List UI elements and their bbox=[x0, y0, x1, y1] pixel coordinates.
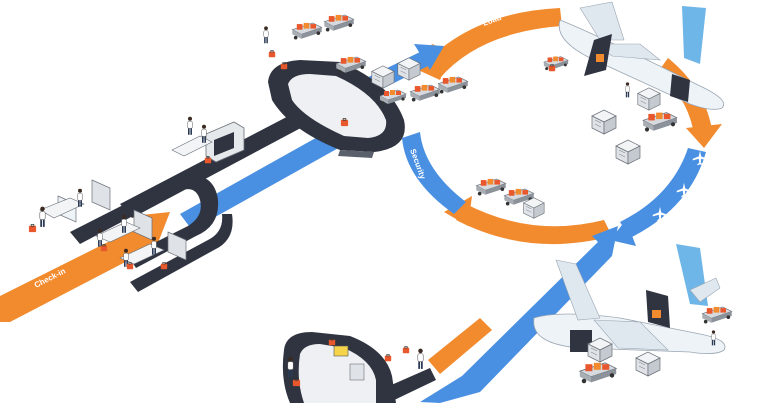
unload-arrowhead bbox=[592, 226, 618, 256]
baggage-cart-icon bbox=[409, 84, 441, 103]
person-icon bbox=[625, 82, 630, 98]
person-icon bbox=[39, 206, 46, 228]
scanner-tunnel bbox=[214, 132, 234, 156]
load-flow-band bbox=[418, 8, 562, 78]
kiosk-icon bbox=[133, 209, 153, 241]
baggage-cart-icon bbox=[543, 56, 569, 71]
aircraft-cargo-hold bbox=[596, 54, 604, 62]
aircraft-tail-fin bbox=[682, 6, 706, 64]
person-icon bbox=[263, 26, 269, 44]
aircraft-lower-door bbox=[570, 330, 592, 352]
uld-container-icon bbox=[591, 109, 617, 135]
aircraft-cargo-hold bbox=[652, 310, 661, 318]
uld-container-icon bbox=[637, 87, 661, 111]
reclaim-panel bbox=[349, 363, 365, 381]
aircraft-rear-door bbox=[670, 74, 690, 102]
transfer-loop: Transfer Security Load bbox=[402, 8, 722, 253]
aircraft-wing-far bbox=[579, 1, 625, 41]
suitcase-icon bbox=[384, 354, 392, 362]
suitcase-icon bbox=[402, 346, 410, 354]
sorter-center bbox=[288, 74, 387, 138]
aircraft-tail-stabilizer bbox=[689, 277, 721, 303]
person-icon bbox=[187, 116, 193, 136]
checkin-area bbox=[28, 116, 245, 270]
reclaim-signage bbox=[333, 345, 349, 357]
checkin-desk bbox=[39, 197, 85, 219]
kiosk-icon bbox=[167, 231, 187, 261]
checkin-desk-conveyor-lower bbox=[130, 214, 233, 292]
load-arrow-tail bbox=[418, 44, 452, 80]
aircraft-wing bbox=[555, 259, 601, 321]
transfer-flow-band bbox=[456, 204, 612, 245]
checkin-desk bbox=[95, 221, 141, 243]
sorter-feed-arrowhead bbox=[414, 44, 444, 70]
baggage-cart-icon bbox=[291, 22, 323, 41]
person-icon bbox=[417, 348, 424, 370]
kiosk-icon bbox=[91, 179, 111, 211]
arrival-arrowhead bbox=[686, 124, 722, 148]
arrival-aircraft bbox=[533, 244, 733, 384]
transfer-carts bbox=[475, 178, 545, 219]
person-icon bbox=[97, 228, 103, 248]
outbound-flow-band bbox=[620, 148, 706, 238]
transfer-arrowhead bbox=[444, 196, 472, 226]
reclaim-exit-belt bbox=[380, 368, 436, 403]
baggage-cart-icon bbox=[701, 306, 733, 325]
reclaim-carousel bbox=[282, 332, 436, 403]
suitcase-icon bbox=[28, 224, 37, 233]
uld-container-icon bbox=[615, 139, 641, 165]
export-flow-band bbox=[180, 130, 342, 230]
baggage-cart-icon bbox=[642, 111, 678, 133]
reclaim-center bbox=[298, 344, 376, 403]
uld-container-icon bbox=[635, 351, 661, 377]
aircraft-wing-near bbox=[593, 319, 669, 351]
security-loop-band bbox=[402, 132, 466, 214]
central-sorter bbox=[268, 60, 405, 158]
baggage-cart-icon bbox=[323, 14, 355, 33]
suitcase-icon bbox=[268, 50, 276, 58]
sorter-base bbox=[338, 150, 374, 158]
outbound-arrowhead bbox=[610, 220, 636, 246]
checkin-flow-band bbox=[0, 226, 160, 322]
aircraft-cargo-door bbox=[646, 290, 670, 328]
uld-container-icon bbox=[523, 197, 545, 219]
departure-aircraft bbox=[543, 1, 725, 165]
reclaim-flow-band bbox=[428, 318, 492, 374]
baggage-cart-icon bbox=[475, 178, 507, 197]
baggage-cart-icon bbox=[437, 76, 469, 95]
baggage-cart-icon bbox=[579, 362, 617, 384]
